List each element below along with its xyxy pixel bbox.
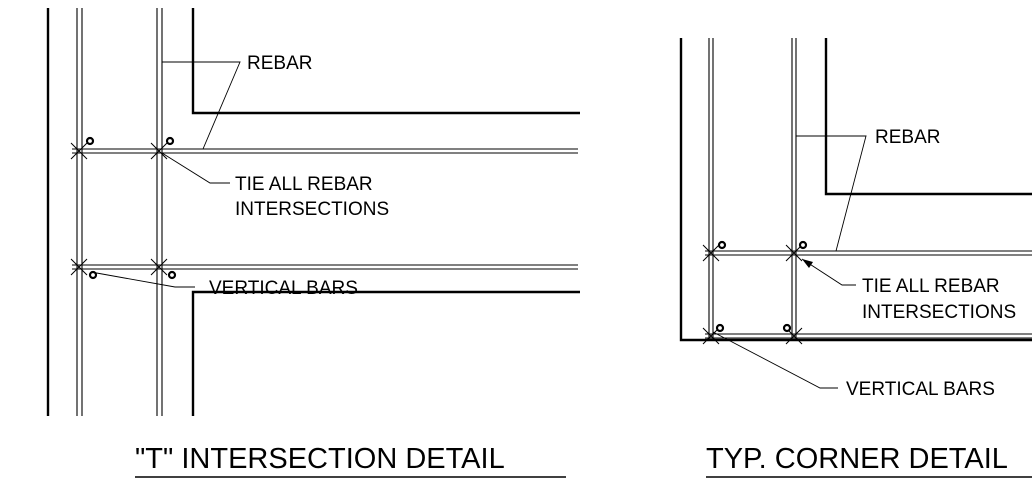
corner-detail: REBAR TIE ALL REBAR INTERSECTIONS VERTIC… bbox=[679, 38, 1032, 478]
corner-rebar-label: REBAR bbox=[875, 127, 940, 148]
corner-vertical-rebar bbox=[708, 38, 797, 341]
t-rebar-leader bbox=[162, 61, 241, 150]
corner-vertical-bars-label: VERTICAL BARS bbox=[846, 379, 995, 400]
t-rebar-ties bbox=[70, 142, 168, 276]
corner-rebar-leader bbox=[796, 135, 867, 252]
corner-tie-leader bbox=[801, 258, 856, 286]
corner-vertical-bars-leader bbox=[712, 331, 838, 389]
t-concrete-outline bbox=[46, 8, 580, 416]
t-detail-title: "T" INTERSECTION DETAIL bbox=[135, 443, 505, 475]
t-tie-label-line1: TIE ALL REBAR bbox=[235, 174, 373, 195]
corner-tie-label-line1: TIE ALL REBAR bbox=[862, 276, 1000, 297]
corner-tie-arrowhead bbox=[802, 259, 813, 268]
t-intersection-detail: REBAR TIE ALL REBAR INTERSECTIONS VERTIC… bbox=[46, 8, 580, 478]
t-rebar-label: REBAR bbox=[247, 53, 312, 74]
t-vertical-bar-dots bbox=[85, 136, 177, 280]
t-tie-leader bbox=[161, 152, 230, 184]
t-vertical-bars-label: VERTICAL BARS bbox=[209, 278, 358, 299]
t-vertical-bars-leader bbox=[90, 271, 195, 288]
corner-horizontal-rebar bbox=[705, 250, 1032, 339]
corner-tie-label-line2: INTERSECTIONS bbox=[862, 302, 1016, 323]
t-vertical-rebar bbox=[76, 8, 163, 416]
corner-concrete-outline bbox=[679, 38, 1032, 342]
t-tie-label-line2: INTERSECTIONS bbox=[235, 199, 389, 220]
corner-rebar-ties bbox=[702, 244, 803, 345]
corner-detail-title: TYP. CORNER DETAIL bbox=[706, 443, 1008, 475]
corner-vertical-bar-dots bbox=[715, 240, 808, 333]
